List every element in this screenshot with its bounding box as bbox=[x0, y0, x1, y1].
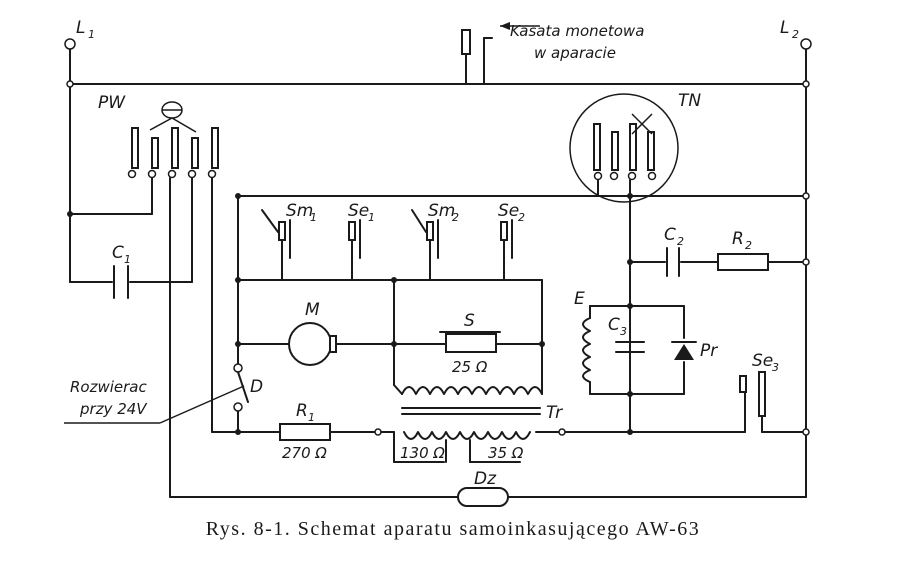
label-r1-value: 270 Ω bbox=[282, 444, 327, 462]
label-rozwierac-line1: Rozwierac bbox=[70, 378, 147, 396]
label-c3: C bbox=[608, 315, 620, 335]
label-r2: R bbox=[732, 229, 744, 249]
label-pr: Pr bbox=[700, 341, 718, 361]
protector-pr: Pr bbox=[671, 341, 718, 361]
terminal-l1: L 1 bbox=[64, 18, 95, 88]
label-sm1: Sm bbox=[286, 201, 313, 221]
label-s: S bbox=[464, 311, 475, 331]
label-r1-sub: 1 bbox=[308, 411, 315, 424]
motor-m: M bbox=[288, 300, 337, 366]
element-dz: Dz bbox=[457, 469, 509, 507]
label-c3-sub: 3 bbox=[620, 325, 627, 338]
label-tn: TN bbox=[678, 91, 701, 111]
label-rozwierac-line2: przy 24V bbox=[79, 400, 148, 418]
switch-tn: TN bbox=[569, 91, 701, 203]
switch-pw: PW bbox=[98, 93, 219, 179]
label-se3-sub: 3 bbox=[772, 361, 779, 374]
contact-sm1: Sm 1 bbox=[261, 201, 317, 259]
label-kasata-line1: Kasata monetowa bbox=[510, 22, 644, 40]
label-se1: Se bbox=[348, 201, 369, 221]
label-r1: R bbox=[296, 401, 308, 421]
contact-se2: Se 2 bbox=[498, 201, 525, 259]
label-l1-sub: 1 bbox=[88, 28, 95, 41]
label-tr: Tr bbox=[546, 403, 563, 423]
label-se2: Se bbox=[498, 201, 519, 221]
label-sm1-sub: 1 bbox=[310, 211, 317, 224]
contact-sm2: Sm 2 bbox=[411, 201, 459, 259]
label-c2: C bbox=[664, 225, 676, 245]
coin-box-contact: Kasata monetowa w aparacie bbox=[461, 22, 644, 62]
label-sm2: Sm bbox=[428, 201, 455, 221]
terminal-l2: L 2 bbox=[780, 18, 812, 88]
label-tr-right-value: 35 Ω bbox=[488, 444, 524, 462]
resistor-r1: R 1 270 Ω bbox=[279, 401, 331, 462]
label-se2-sub: 2 bbox=[518, 211, 525, 224]
label-l2-sub: 2 bbox=[792, 28, 799, 41]
breaker-d: D Rozwierac przy 24V bbox=[64, 363, 263, 424]
relay-s: S 25 Ω bbox=[439, 311, 501, 376]
resistor-r2: R 2 bbox=[717, 229, 769, 271]
coil-e: E bbox=[574, 289, 591, 383]
label-l2: L bbox=[780, 18, 789, 38]
label-sm2-sub: 2 bbox=[452, 211, 459, 224]
capacitor-c3: C 3 bbox=[608, 305, 645, 395]
label-se1-sub: 1 bbox=[368, 211, 375, 224]
transformer-tr: Tr 130 Ω 35 Ω bbox=[393, 384, 563, 462]
label-e: E bbox=[574, 289, 585, 309]
label-r2-sub: 2 bbox=[745, 239, 752, 252]
figure-caption: Rys. 8-1. Schemat aparatu samoinkasujące… bbox=[205, 518, 701, 540]
contact-se1: Se 1 bbox=[348, 201, 375, 259]
label-c1: C bbox=[112, 243, 124, 263]
label-se3: Se bbox=[752, 351, 773, 371]
contact-se3: Se 3 bbox=[739, 351, 779, 433]
label-s-value: 25 Ω bbox=[452, 358, 488, 376]
capacitor-c1: C 1 bbox=[112, 243, 131, 299]
label-dz: Dz bbox=[474, 469, 497, 489]
label-tr-left-value: 130 Ω bbox=[400, 444, 445, 462]
label-c2-sub: 2 bbox=[677, 235, 684, 248]
junctions bbox=[67, 192, 810, 436]
label-d: D bbox=[250, 377, 263, 397]
label-kasata-line2: w aparacie bbox=[534, 44, 616, 62]
label-l1: L bbox=[76, 18, 85, 38]
capacitor-c2: C 2 bbox=[664, 225, 684, 277]
label-c1-sub: 1 bbox=[124, 253, 131, 266]
label-m: M bbox=[305, 300, 320, 320]
label-pw: PW bbox=[98, 93, 126, 113]
